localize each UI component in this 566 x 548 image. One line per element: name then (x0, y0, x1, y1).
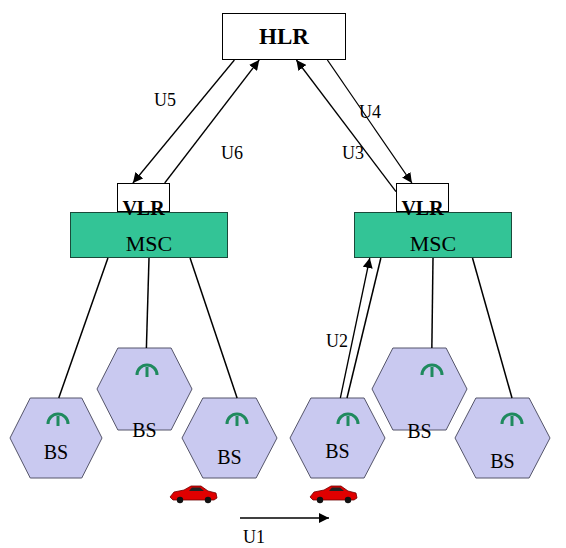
antenna-symbol (338, 414, 358, 424)
node-label: BS (325, 440, 349, 463)
hexagon-shape (455, 398, 550, 478)
hexagon-shape (10, 398, 102, 478)
car-wheel (317, 497, 323, 503)
car-wheel (205, 497, 211, 503)
cell-hexagon: BS (97, 348, 192, 430)
cell-hexagon: BS (10, 398, 102, 478)
node-label: BS (490, 450, 514, 473)
edge-label: U3 (342, 144, 364, 162)
car-illustration (310, 486, 357, 503)
antenna-symbol (511, 416, 514, 426)
link-line (347, 258, 381, 398)
antenna-group (48, 365, 522, 426)
edge-label: U5 (154, 91, 176, 109)
car-window (329, 488, 344, 492)
hexagon-shape (372, 348, 467, 430)
antenna-symbol (236, 416, 239, 426)
hexagon-shape (182, 398, 277, 478)
network-box: VLR (396, 183, 449, 212)
antenna-symbol (48, 414, 68, 424)
network-box: HLR (222, 13, 346, 60)
antenna-symbol (57, 416, 60, 426)
node-label: BS (132, 419, 156, 442)
node-label: BS (407, 420, 431, 443)
node-label: BS (44, 441, 68, 464)
antenna-symbol (431, 367, 434, 377)
link-line (59, 258, 108, 398)
car-body (310, 486, 357, 500)
edge-label: U6 (221, 144, 243, 162)
node-label: VLR (122, 197, 164, 220)
car-window (189, 488, 204, 492)
edge-label: U2 (326, 332, 348, 350)
link-line (432, 258, 433, 348)
cell-hexagon: BS (372, 348, 467, 430)
antenna-symbol (347, 416, 350, 426)
hexagon-outline (10, 398, 102, 478)
hexagon-outline (372, 348, 467, 430)
signal-arrow (327, 60, 412, 183)
hexagon-outline (97, 348, 192, 430)
node-label: BS (217, 446, 241, 469)
signal-arrow (296, 60, 396, 192)
edge-label: U4 (359, 103, 381, 121)
signal-arrow (340, 258, 369, 398)
node-label: VLR (401, 197, 443, 220)
antenna-symbol (227, 414, 247, 424)
signal-arrow (133, 60, 235, 183)
antenna-symbol (422, 365, 442, 375)
movement-arrow (240, 517, 329, 518)
network-box: VLR (117, 183, 170, 212)
cell-hexagon: BS (182, 398, 277, 478)
antenna-symbol (137, 365, 157, 375)
cell-hexagon: BS (455, 398, 550, 478)
antenna-symbol (146, 367, 149, 377)
node-label: HLR (259, 24, 309, 50)
car-wheel (345, 497, 351, 503)
hexagon-outline (290, 398, 385, 478)
node-label: MSC (126, 231, 172, 257)
hexagon-shape (290, 398, 385, 478)
link-line (473, 258, 513, 398)
link-line (190, 258, 237, 398)
antenna-symbol (502, 414, 522, 424)
signal-arrow (165, 60, 260, 183)
car-wheel (177, 497, 183, 503)
link-line (146, 258, 149, 348)
car-body (170, 486, 217, 500)
node-label: MSC (410, 231, 456, 257)
movement-label: U1 (243, 528, 265, 546)
hexagon-shape (97, 348, 192, 430)
cell-hexagon: BS (290, 398, 385, 478)
car-illustration (170, 486, 217, 503)
